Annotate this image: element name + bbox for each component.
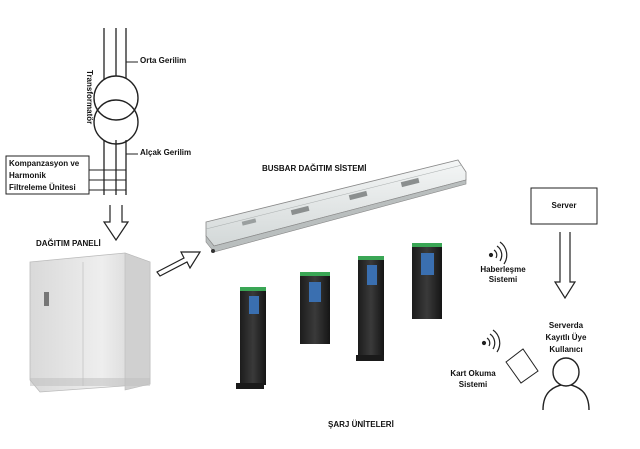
label-alcak-gerilim: Alçak Gerilim bbox=[140, 148, 192, 157]
card-reader-wifi-icon bbox=[481, 329, 501, 353]
server-down-arrow-icon bbox=[553, 232, 577, 300]
label-serverda-3: Kullanıcı bbox=[549, 345, 583, 354]
kompanzasyon-box bbox=[5, 155, 90, 195]
label-kart-okuma-1: Kart Okuma bbox=[450, 369, 496, 378]
label-kart-okuma-2: Sistemi bbox=[458, 380, 488, 389]
down-arrow-icon bbox=[102, 205, 130, 242]
label-kompanzasyon-3: Filtreleme Ünitesi bbox=[9, 183, 76, 192]
label-haberlesme-1: Haberleşme bbox=[480, 265, 526, 274]
label-serverda-1: Serverda bbox=[548, 321, 584, 330]
distribution-cabinet bbox=[29, 252, 151, 393]
transformer-lines bbox=[103, 28, 127, 195]
label-kompanzasyon-2: Harmonik bbox=[9, 171, 46, 180]
user-icon bbox=[542, 357, 590, 411]
card-icon bbox=[505, 348, 539, 384]
label-orta-gerilim: Orta Gerilim bbox=[140, 56, 187, 65]
wifi-icon bbox=[488, 241, 508, 265]
label-server: Server bbox=[551, 201, 577, 210]
panel-to-busbar-arrow-icon bbox=[156, 251, 202, 277]
label-dagitim-paneli: DAĞITIM PANELİ bbox=[36, 239, 101, 248]
charging-unit-4 bbox=[412, 243, 442, 319]
transformer-icon bbox=[93, 75, 139, 145]
server-box bbox=[530, 187, 598, 225]
label-transformator: Transformatör bbox=[85, 70, 94, 125]
label-busbar: BUSBAR DAĞITIM SİSTEMİ bbox=[262, 164, 367, 173]
charging-unit-2 bbox=[300, 272, 330, 344]
charging-unit-1 bbox=[236, 287, 266, 389]
label-sarj-uniteleri: ŞARJ ÜNİTELERİ bbox=[328, 420, 394, 429]
charging-unit-3 bbox=[356, 256, 384, 361]
busbar-system bbox=[205, 159, 467, 253]
label-serverda-2: Kayıtlı Üye bbox=[545, 333, 587, 342]
label-kompanzasyon-1: Kompanzasyon ve bbox=[9, 159, 80, 168]
label-haberlesme-2: Sistemi bbox=[488, 275, 518, 284]
